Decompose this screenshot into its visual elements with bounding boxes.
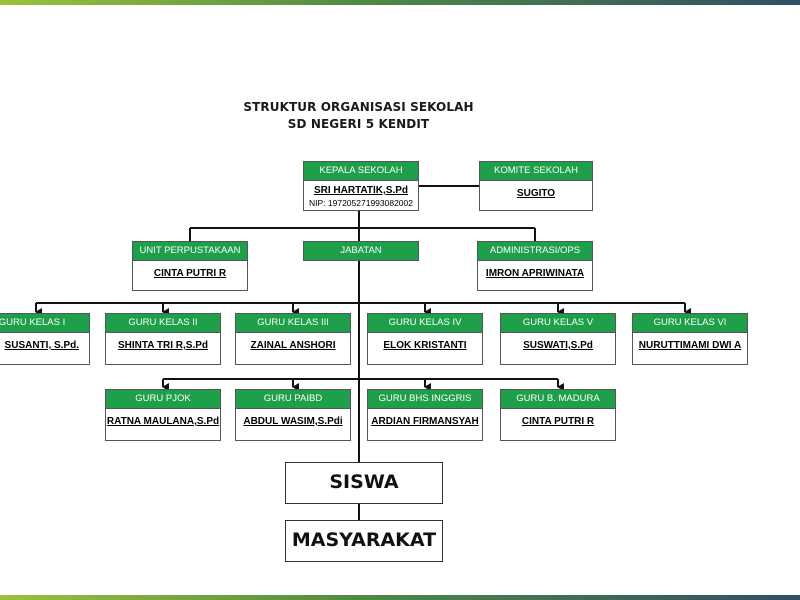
node-jabatan[interactable]: JABATAN [303, 241, 419, 261]
node-guru-kelas-5[interactable]: GURU KELAS V SUSWATI,S.Pd [500, 313, 616, 365]
paibd-name: ABDUL WASIM,S.Pdi [243, 416, 343, 427]
kelas4-role: GURU KELAS IV [368, 314, 482, 333]
node-guru-b-madura[interactable]: GURU B. MADURA CINTA PUTRI R [500, 389, 616, 441]
kelas2-name: SHINTA TRI R,S.Pd [118, 340, 208, 351]
kelas2-role: GURU KELAS II [106, 314, 220, 333]
kelas3-name: ZAINAL ANSHORI [250, 340, 336, 351]
pjok-role: GURU PJOK [106, 390, 220, 409]
administrasi-name: IMRON APRIWINATA [485, 268, 585, 279]
kepala-nip: NIP: 197205271993082002 [309, 198, 413, 208]
node-guru-pjok[interactable]: GURU PJOK RATNA MAULANA,S.Pd [105, 389, 221, 441]
node-guru-kelas-3[interactable]: GURU KELAS III ZAINAL ANSHORI [235, 313, 351, 365]
node-unit-perpustakaan[interactable]: UNIT PERPUSTAKAAN CINTA PUTRI R [132, 241, 248, 291]
node-guru-paibd[interactable]: GURU PAIBD ABDUL WASIM,S.Pdi [235, 389, 351, 441]
pjok-name: RATNA MAULANA,S.Pd [106, 416, 220, 427]
kelas4-name: ELOK KRISTANTI [383, 340, 467, 351]
kelas3-role: GURU KELAS III [236, 314, 350, 333]
node-guru-kelas-6[interactable]: GURU KELAS VI NURUTTIMAMI DWI A [632, 313, 748, 365]
bottom-accent-band [0, 595, 800, 600]
kelas1-name: SUSANTI, S.Pd. [4, 340, 79, 351]
node-guru-bhs-inggris[interactable]: GURU BHS INGGRIS ARDIAN FIRMANSYAH [367, 389, 483, 441]
node-guru-kelas-1[interactable]: GURU KELAS I SUSANTI, S.Pd. [0, 313, 90, 365]
top-accent-band [0, 0, 800, 5]
perpustakaan-role: UNIT PERPUSTAKAAN [133, 242, 247, 261]
perpustakaan-name: CINTA PUTRI R [153, 268, 227, 279]
komite-name: SUGITO [516, 188, 556, 199]
kelas5-role: GURU KELAS V [501, 314, 615, 333]
node-komite-sekolah[interactable]: KOMITE SEKOLAH SUGITO [479, 161, 593, 211]
chart-title: STRUKTUR ORGANISASI SEKOLAH [243, 100, 474, 114]
kepala-name: SRI HARTATIK,S.Pd [313, 185, 409, 196]
node-guru-kelas-4[interactable]: GURU KELAS IV ELOK KRISTANTI [367, 313, 483, 365]
chart-subtitle: SD NEGERI 5 KENDIT [287, 117, 430, 131]
komite-role: KOMITE SEKOLAH [480, 162, 592, 181]
administrasi-role: ADMINISTRASI/OPS [478, 242, 592, 261]
inggris-role: GURU BHS INGGRIS [368, 390, 482, 409]
paibd-role: GURU PAIBD [236, 390, 350, 409]
kepala-role: KEPALA SEKOLAH [304, 162, 418, 181]
kelas6-role: GURU KELAS VI [633, 314, 747, 333]
inggris-name: ARDIAN FIRMANSYAH [371, 416, 479, 427]
kelas6-name: NURUTTIMAMI DWI A [638, 340, 742, 351]
node-siswa[interactable]: SISWA [285, 462, 443, 504]
node-masyarakat[interactable]: MASYARAKAT [285, 520, 443, 562]
jabatan-role: JABATAN [304, 242, 418, 260]
node-kepala-sekolah[interactable]: KEPALA SEKOLAH SRI HARTATIK,S.Pd NIP: 19… [303, 161, 419, 211]
madura-name: CINTA PUTRI R [521, 416, 595, 427]
node-guru-kelas-2[interactable]: GURU KELAS II SHINTA TRI R,S.Pd [105, 313, 221, 365]
madura-role: GURU B. MADURA [501, 390, 615, 409]
kelas5-name: SUSWATI,S.Pd [523, 340, 593, 351]
kelas1-role: GURU KELAS I [0, 314, 89, 333]
node-administrasi[interactable]: ADMINISTRASI/OPS IMRON APRIWINATA [477, 241, 593, 291]
